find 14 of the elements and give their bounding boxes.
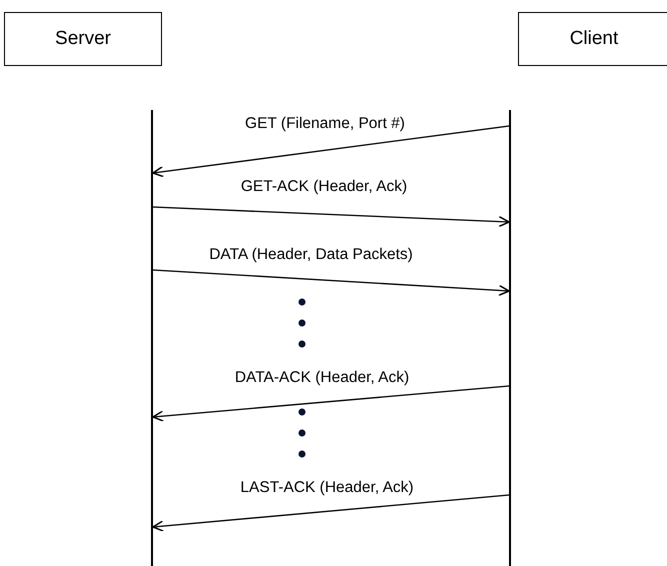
edge-label: DATA (Header, Data Packets) (209, 246, 413, 264)
lifeline (509, 110, 511, 566)
message-arrow (152, 206, 510, 228)
message-arrow (152, 125, 510, 178)
message-arrow (152, 269, 510, 296)
participant-box: Server (4, 12, 162, 66)
message-arrow (152, 385, 510, 422)
lifeline (151, 110, 153, 566)
edge-label: GET-ACK (Header, Ack) (240, 178, 408, 196)
edge-label: LAST-ACK (Header, Ack) (240, 479, 414, 497)
message-arrow (152, 494, 510, 532)
edge-label: GET (Filename, Port #) (245, 115, 405, 133)
edge-label: DATA-ACK (Header, Ack) (234, 369, 410, 387)
participant-box: Client (518, 12, 667, 66)
